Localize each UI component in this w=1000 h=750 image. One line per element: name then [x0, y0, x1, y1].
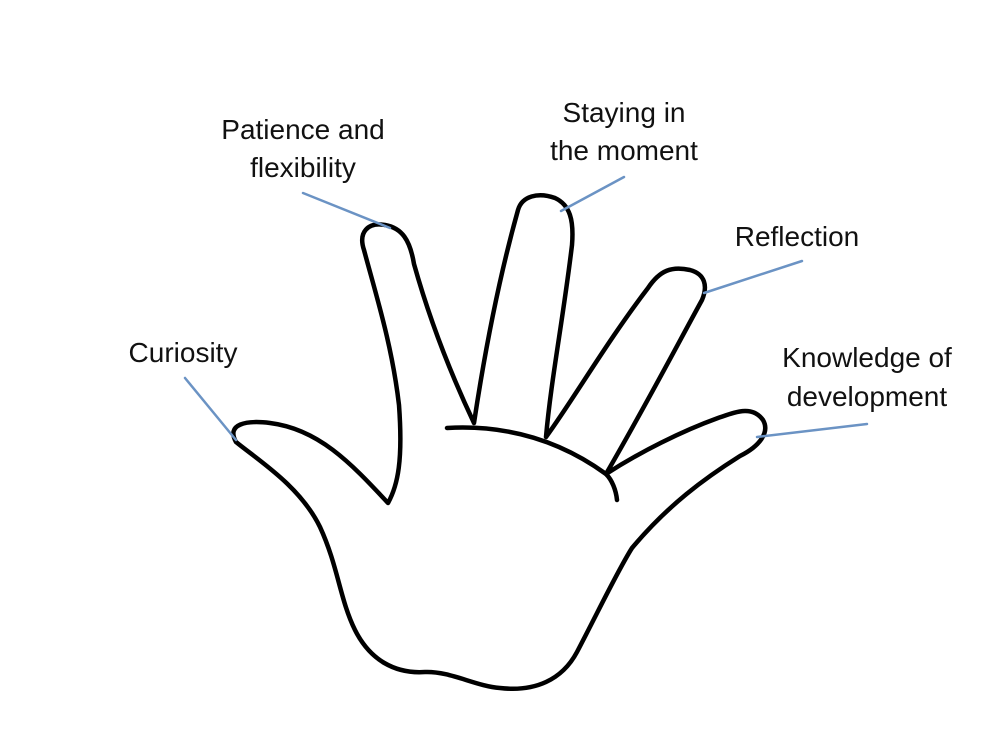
hand-outline	[231, 193, 768, 691]
leader-lines	[183, 175, 869, 442]
staying-label-line2: the moment	[550, 135, 698, 166]
patience-leader-line	[301, 191, 392, 230]
knowledge-leader-line	[755, 422, 869, 439]
patience-label-line2: flexibility	[250, 152, 356, 183]
finger-base-line	[444, 425, 620, 503]
knowledge-label-line2: development	[787, 381, 948, 412]
patience-label-line1: Patience and	[221, 114, 384, 145]
curiosity-leader-line	[183, 376, 238, 442]
staying-label-line1: Staying in	[563, 97, 686, 128]
hand-palm-outline	[231, 193, 768, 691]
reflection-label: Reflection	[735, 221, 860, 252]
staying-leader-line	[559, 175, 626, 213]
curiosity-label: Curiosity	[129, 337, 238, 368]
labels: Curiosity Patience and flexibility Stayi…	[129, 97, 953, 412]
knowledge-label-line1: Knowledge of	[782, 342, 952, 373]
reflection-leader-line	[702, 259, 804, 295]
